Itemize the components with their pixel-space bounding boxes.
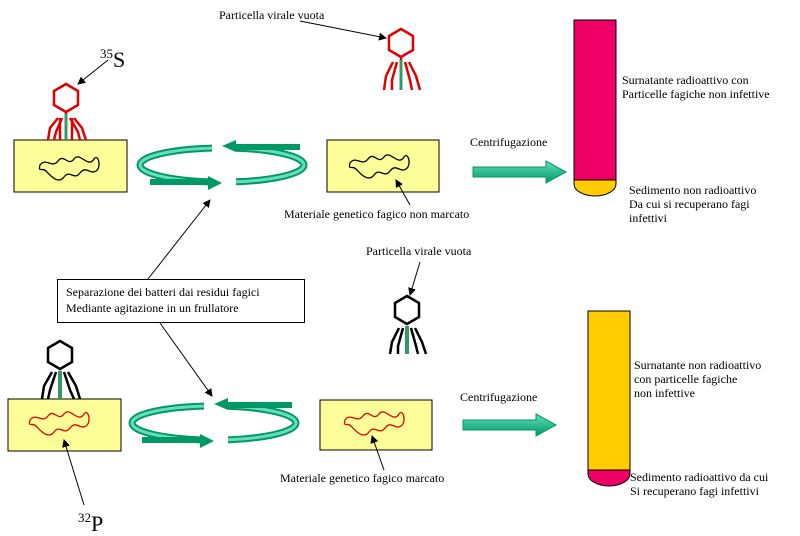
empty-particle-label-bottom: Particella virale vuota [366, 244, 472, 258]
rotation-arrow-bottom [128, 398, 300, 448]
isotope-phosphorus: 32P [78, 510, 104, 536]
sediment-label-bottom: Sedimento radioattivo da cui Si recupera… [630, 470, 769, 498]
separation-box: Separazione dei batteri dai residui fagi… [57, 279, 305, 323]
centrifuge-arrow-top [472, 160, 568, 184]
isotope-sulfur: 35S [100, 46, 126, 72]
supernatant-label-bottom: Surnatante non radioattivo con particell… [634, 358, 762, 400]
pointer-arrows [62, 20, 421, 506]
phage-black-attached [40, 339, 82, 400]
supernatant-label-top: Surnatante radioattivo con Particelle fa… [622, 73, 770, 101]
empty-phage-black [388, 294, 428, 355]
phage-red-attached [46, 82, 88, 141]
genetic-material-label-top: Materiale genetico fagico non marcato [284, 207, 470, 221]
centrifuge-arrow-bottom [462, 413, 558, 437]
sediment-label-top: Sedimento non radioattivo Da cui si recu… [629, 183, 757, 225]
centrifuge-label-bottom: Centrifugazione [460, 390, 538, 404]
centrifuge-label-top: Centrifugazione [470, 135, 548, 149]
tube-bottom [587, 310, 631, 487]
tube-top [573, 19, 617, 197]
empty-phage-red [382, 27, 422, 91]
bacterium-top-left [13, 139, 128, 193]
bacterium-bottom-right [319, 399, 433, 451]
empty-particle-label-top: Particella virale vuota [219, 8, 325, 22]
bacterium-top-right [326, 139, 440, 193]
rotation-arrow-top [136, 140, 308, 190]
genetic-material-label-bottom: Materiale genetico fagico marcato [280, 471, 445, 485]
